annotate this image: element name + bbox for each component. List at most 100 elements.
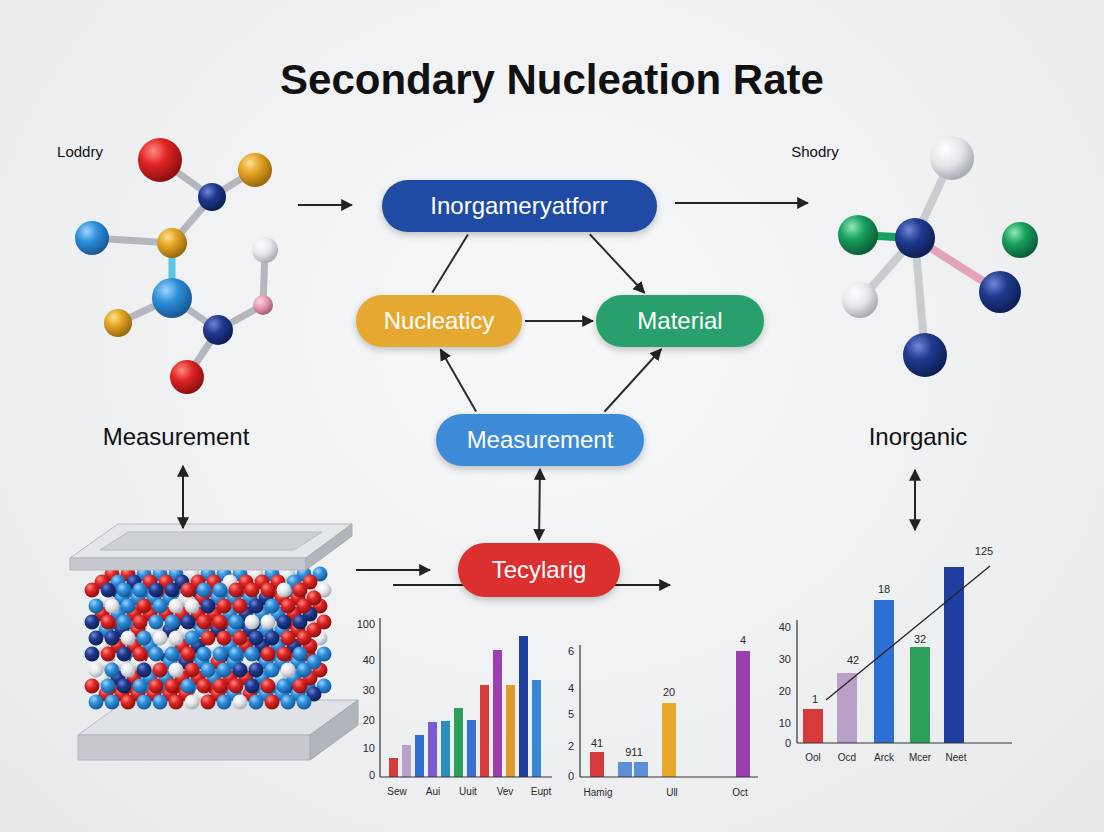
- particle: [169, 663, 184, 678]
- atom: [979, 271, 1021, 313]
- particle: [117, 615, 132, 630]
- particle: [249, 663, 264, 678]
- particle: [169, 599, 184, 614]
- base-plate: [78, 735, 310, 760]
- axis-category: Oct: [732, 787, 748, 798]
- bar: [736, 651, 750, 777]
- particle: [233, 599, 248, 614]
- atom: [138, 138, 182, 182]
- particle: [293, 615, 308, 630]
- particle: [213, 647, 228, 662]
- axis-category: Eupt: [531, 786, 552, 797]
- bar: [467, 720, 476, 777]
- axis: [379, 618, 380, 777]
- particle: [121, 631, 136, 646]
- particle: [281, 631, 296, 646]
- bar-chart: [797, 566, 1012, 743]
- particle: [197, 647, 212, 662]
- particle: [265, 631, 280, 646]
- bar-value: 32: [914, 633, 926, 645]
- bar: [532, 680, 541, 777]
- particle: [169, 631, 184, 646]
- axis-tick: 40: [779, 621, 791, 633]
- particle: [229, 615, 244, 630]
- bar: [493, 650, 502, 777]
- particle: [85, 647, 100, 662]
- molecule-illustration: [838, 136, 1038, 377]
- particle: [213, 583, 228, 598]
- particle: [277, 583, 292, 598]
- axis-tick: 0: [785, 737, 791, 749]
- particle: [121, 599, 136, 614]
- atom: [903, 333, 947, 377]
- particle: [281, 663, 296, 678]
- particle: [297, 663, 312, 678]
- axis-tick: 30: [779, 653, 791, 665]
- particle: [121, 599, 136, 614]
- atom: [1002, 222, 1038, 258]
- particle: [89, 631, 104, 646]
- bar: [428, 722, 437, 777]
- particle: [293, 583, 308, 598]
- particle: [153, 631, 168, 646]
- axis-category: Hamig: [584, 787, 613, 798]
- molecule-label: Loddry: [57, 144, 103, 161]
- particle: [133, 583, 148, 598]
- process-pill: Nucleaticy: [356, 295, 522, 347]
- axis: [380, 776, 552, 777]
- bar: [415, 735, 424, 777]
- particle: [85, 679, 100, 694]
- bar-chart: [380, 618, 552, 777]
- process-pill: Inorgameryatforr: [382, 180, 657, 232]
- particle: [165, 679, 180, 694]
- particle: [249, 663, 264, 678]
- axis-tick: 20: [363, 714, 375, 726]
- particle: [137, 663, 152, 678]
- particle: [201, 695, 216, 710]
- axis-category: Aui: [426, 786, 440, 797]
- trend-line: [826, 566, 990, 700]
- node-text: Tecylarig: [492, 556, 587, 584]
- axis: [796, 620, 797, 743]
- particle: [181, 583, 196, 598]
- axis-tick: 20: [779, 685, 791, 697]
- atom: [203, 315, 233, 345]
- particle: [185, 599, 200, 614]
- particle: [181, 615, 196, 630]
- particle: [217, 695, 232, 710]
- particle: [121, 695, 136, 710]
- particle: [165, 647, 180, 662]
- top-plate: [70, 558, 306, 570]
- axis-tick: 100: [357, 618, 375, 630]
- axis-category: Neet: [945, 752, 966, 763]
- node-text: Inorgameryatforr: [430, 192, 607, 220]
- bar: [402, 745, 411, 777]
- particle: [137, 631, 152, 646]
- particle: [233, 663, 248, 678]
- particle: [137, 695, 152, 710]
- particle: [185, 663, 200, 678]
- particle: [297, 631, 312, 646]
- axis-tick: 5: [568, 708, 574, 720]
- section-label: Inorganic: [869, 424, 968, 450]
- atom: [238, 153, 272, 187]
- particle: [217, 599, 232, 614]
- particle: [105, 695, 120, 710]
- top-plate: [306, 524, 352, 570]
- particle: [297, 599, 312, 614]
- particle: [297, 663, 312, 678]
- particle: [229, 679, 244, 694]
- particle: [153, 663, 168, 678]
- particle: [117, 583, 132, 598]
- particle: [85, 615, 100, 630]
- particle: [293, 679, 308, 694]
- double-arrow: [182, 466, 184, 528]
- node-text: Nucleaticy: [384, 307, 495, 335]
- particle: [249, 695, 264, 710]
- particle: [153, 663, 168, 678]
- particle: [297, 599, 312, 614]
- axis: [797, 742, 1012, 743]
- axis-tick: 6: [568, 645, 574, 657]
- particle: [281, 663, 296, 678]
- particle: [229, 647, 244, 662]
